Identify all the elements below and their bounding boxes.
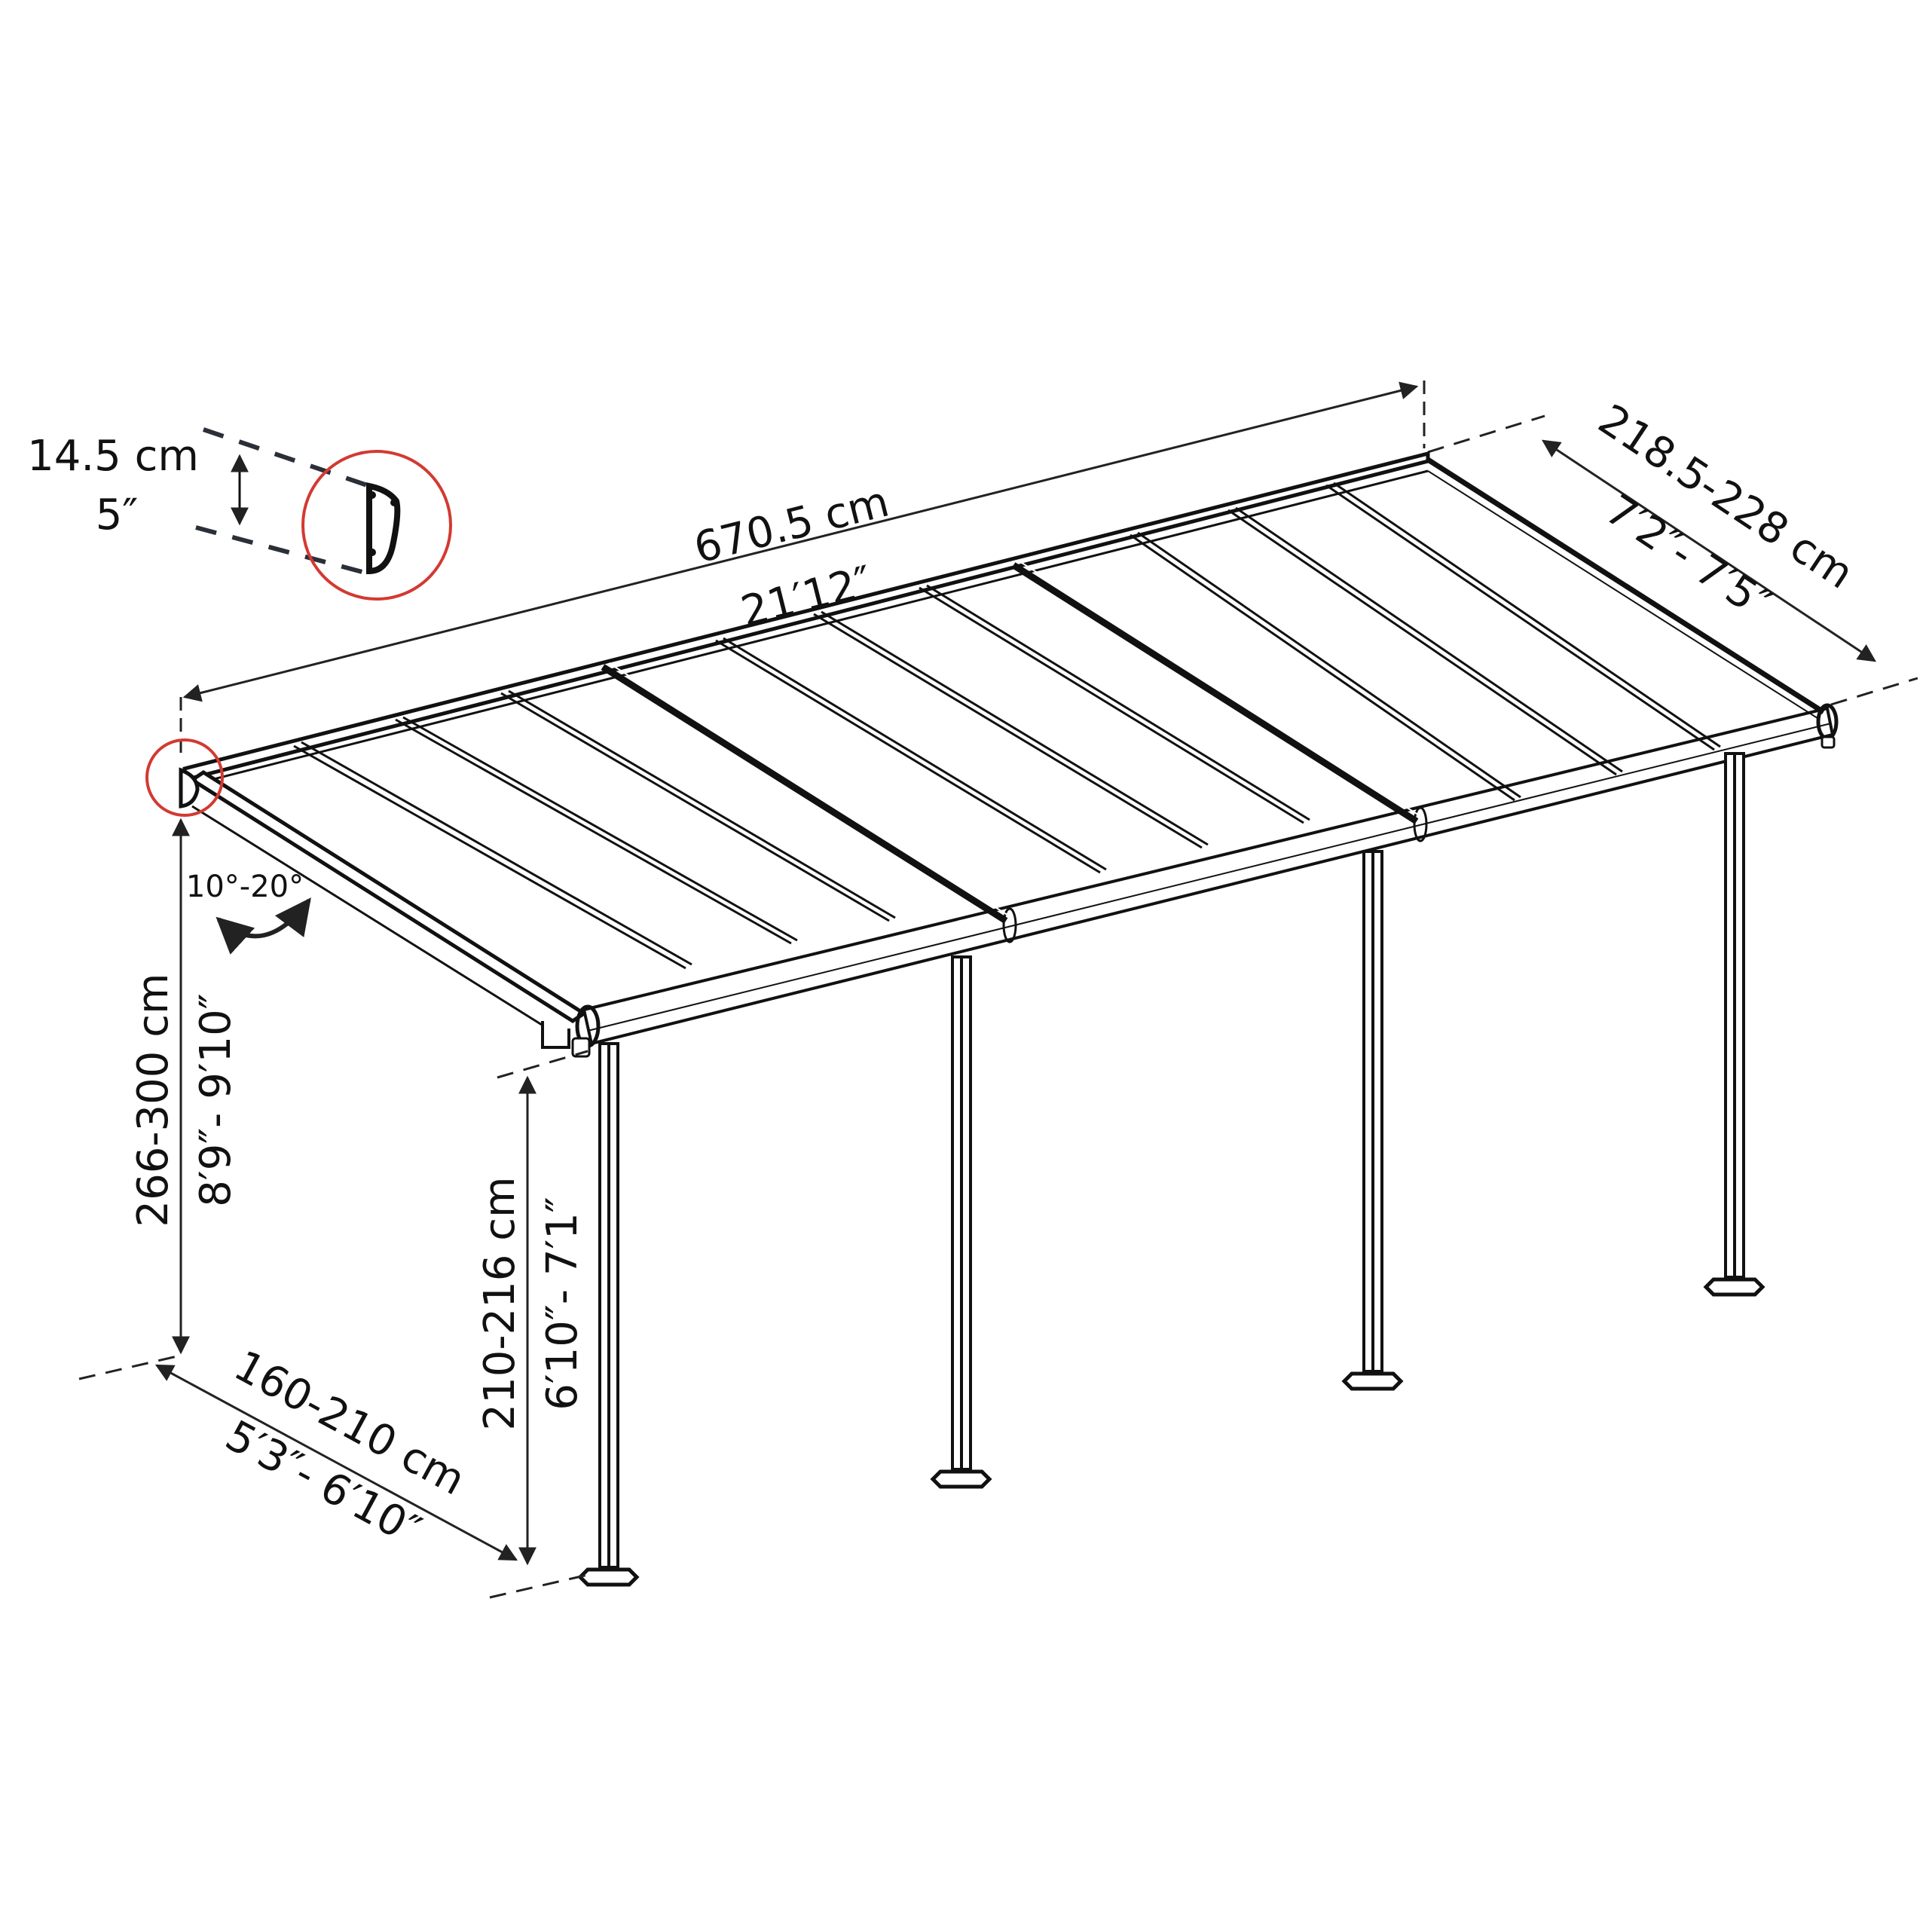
depth-arrow-icon [1542,439,1876,662]
gutter-profile-icon [366,482,401,575]
post-4 [1703,752,1765,1297]
roof-angle-indicator: 10°-20° [186,870,311,955]
wall-height-metric-label: 266-300 cm [129,973,178,1227]
patio-cover-structure [182,451,1839,1058]
post-height-metric-label: 210-216 cm [475,1176,524,1430]
length-arrow-icon [182,381,1419,702]
depth-dimension: 218.5-228 cm 7′2″- 7′5″ [1427,395,1918,706]
post-1 [577,1042,640,1587]
wall-height-imperial-label: 8′9″- 9′10″ [191,993,240,1206]
post-3 [1341,850,1404,1391]
post-height-dimension: 210-216 cm 6′10″- 7′1″ [475,1050,588,1566]
post-distance-arrow-icon [154,1364,518,1561]
profile-detail-inset: 14.5 cm 5″ [27,427,452,601]
roof-panel-seams [293,481,1721,970]
wall-profile-icon [179,767,200,809]
wall-profile-highlight-circle [145,738,224,817]
dashed-guide-top [203,427,381,492]
support-posts [577,752,1765,1587]
post-height-imperial-label: 6′10″- 7′1″ [538,1197,587,1410]
angle-arc-arrow-icon [216,897,311,955]
dashed-guide-bottom [195,525,371,576]
detail-highlight-circle [301,450,452,601]
profile-height-metric-label: 14.5 cm [27,432,199,481]
wall-height-dimension: 266-300 cm 8′9″- 9′10″ [129,818,240,1355]
profile-height-imperial-label: 5″ [96,491,139,540]
post-2 [930,955,992,1489]
wall-bracket-icon [541,1021,570,1049]
roof-rafters [601,561,1423,924]
roof-angle-label: 10°-20° [186,870,304,904]
